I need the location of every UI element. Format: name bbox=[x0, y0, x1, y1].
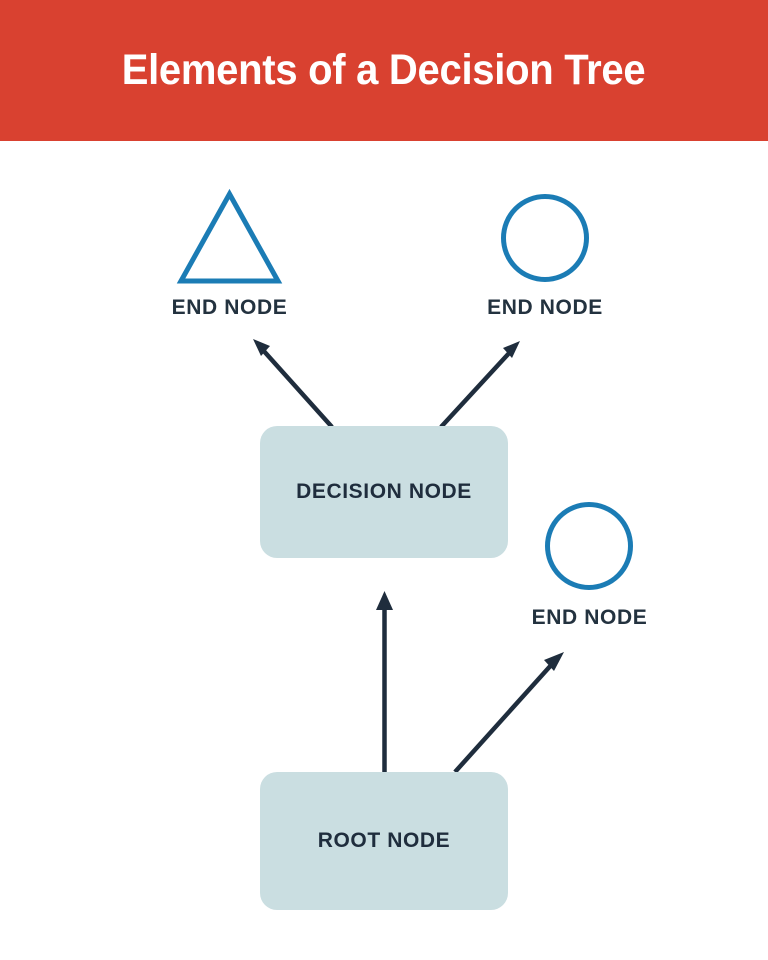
end-node-circle-mid-shape[interactable] bbox=[545, 502, 633, 590]
root-node-label: ROOT NODE bbox=[317, 829, 451, 852]
arrow-decision-to-end-triangle bbox=[253, 339, 334, 429]
page-title: Elements of a Decision Tree bbox=[122, 46, 646, 94]
root-node[interactable]: ROOT NODE bbox=[260, 772, 508, 910]
arrow-decision-to-end-circle-top bbox=[439, 341, 520, 429]
arrow-root-to-end-circle-mid bbox=[453, 652, 564, 774]
end-node-circle-mid-label: END NODE bbox=[531, 606, 648, 629]
end-node-triangle-label: END NODE bbox=[171, 296, 288, 319]
end-node-circle-top-shape[interactable] bbox=[501, 194, 589, 282]
end-node-triangle-shape[interactable] bbox=[176, 188, 283, 284]
arrow-root-to-decision bbox=[376, 591, 393, 772]
header-banner: Elements of a Decision Tree bbox=[0, 0, 768, 141]
end-node-circle-top-label: END NODE bbox=[487, 296, 603, 319]
decision-node[interactable]: DECISION NODE bbox=[260, 426, 508, 558]
decision-node-label: DECISION NODE bbox=[296, 480, 472, 503]
